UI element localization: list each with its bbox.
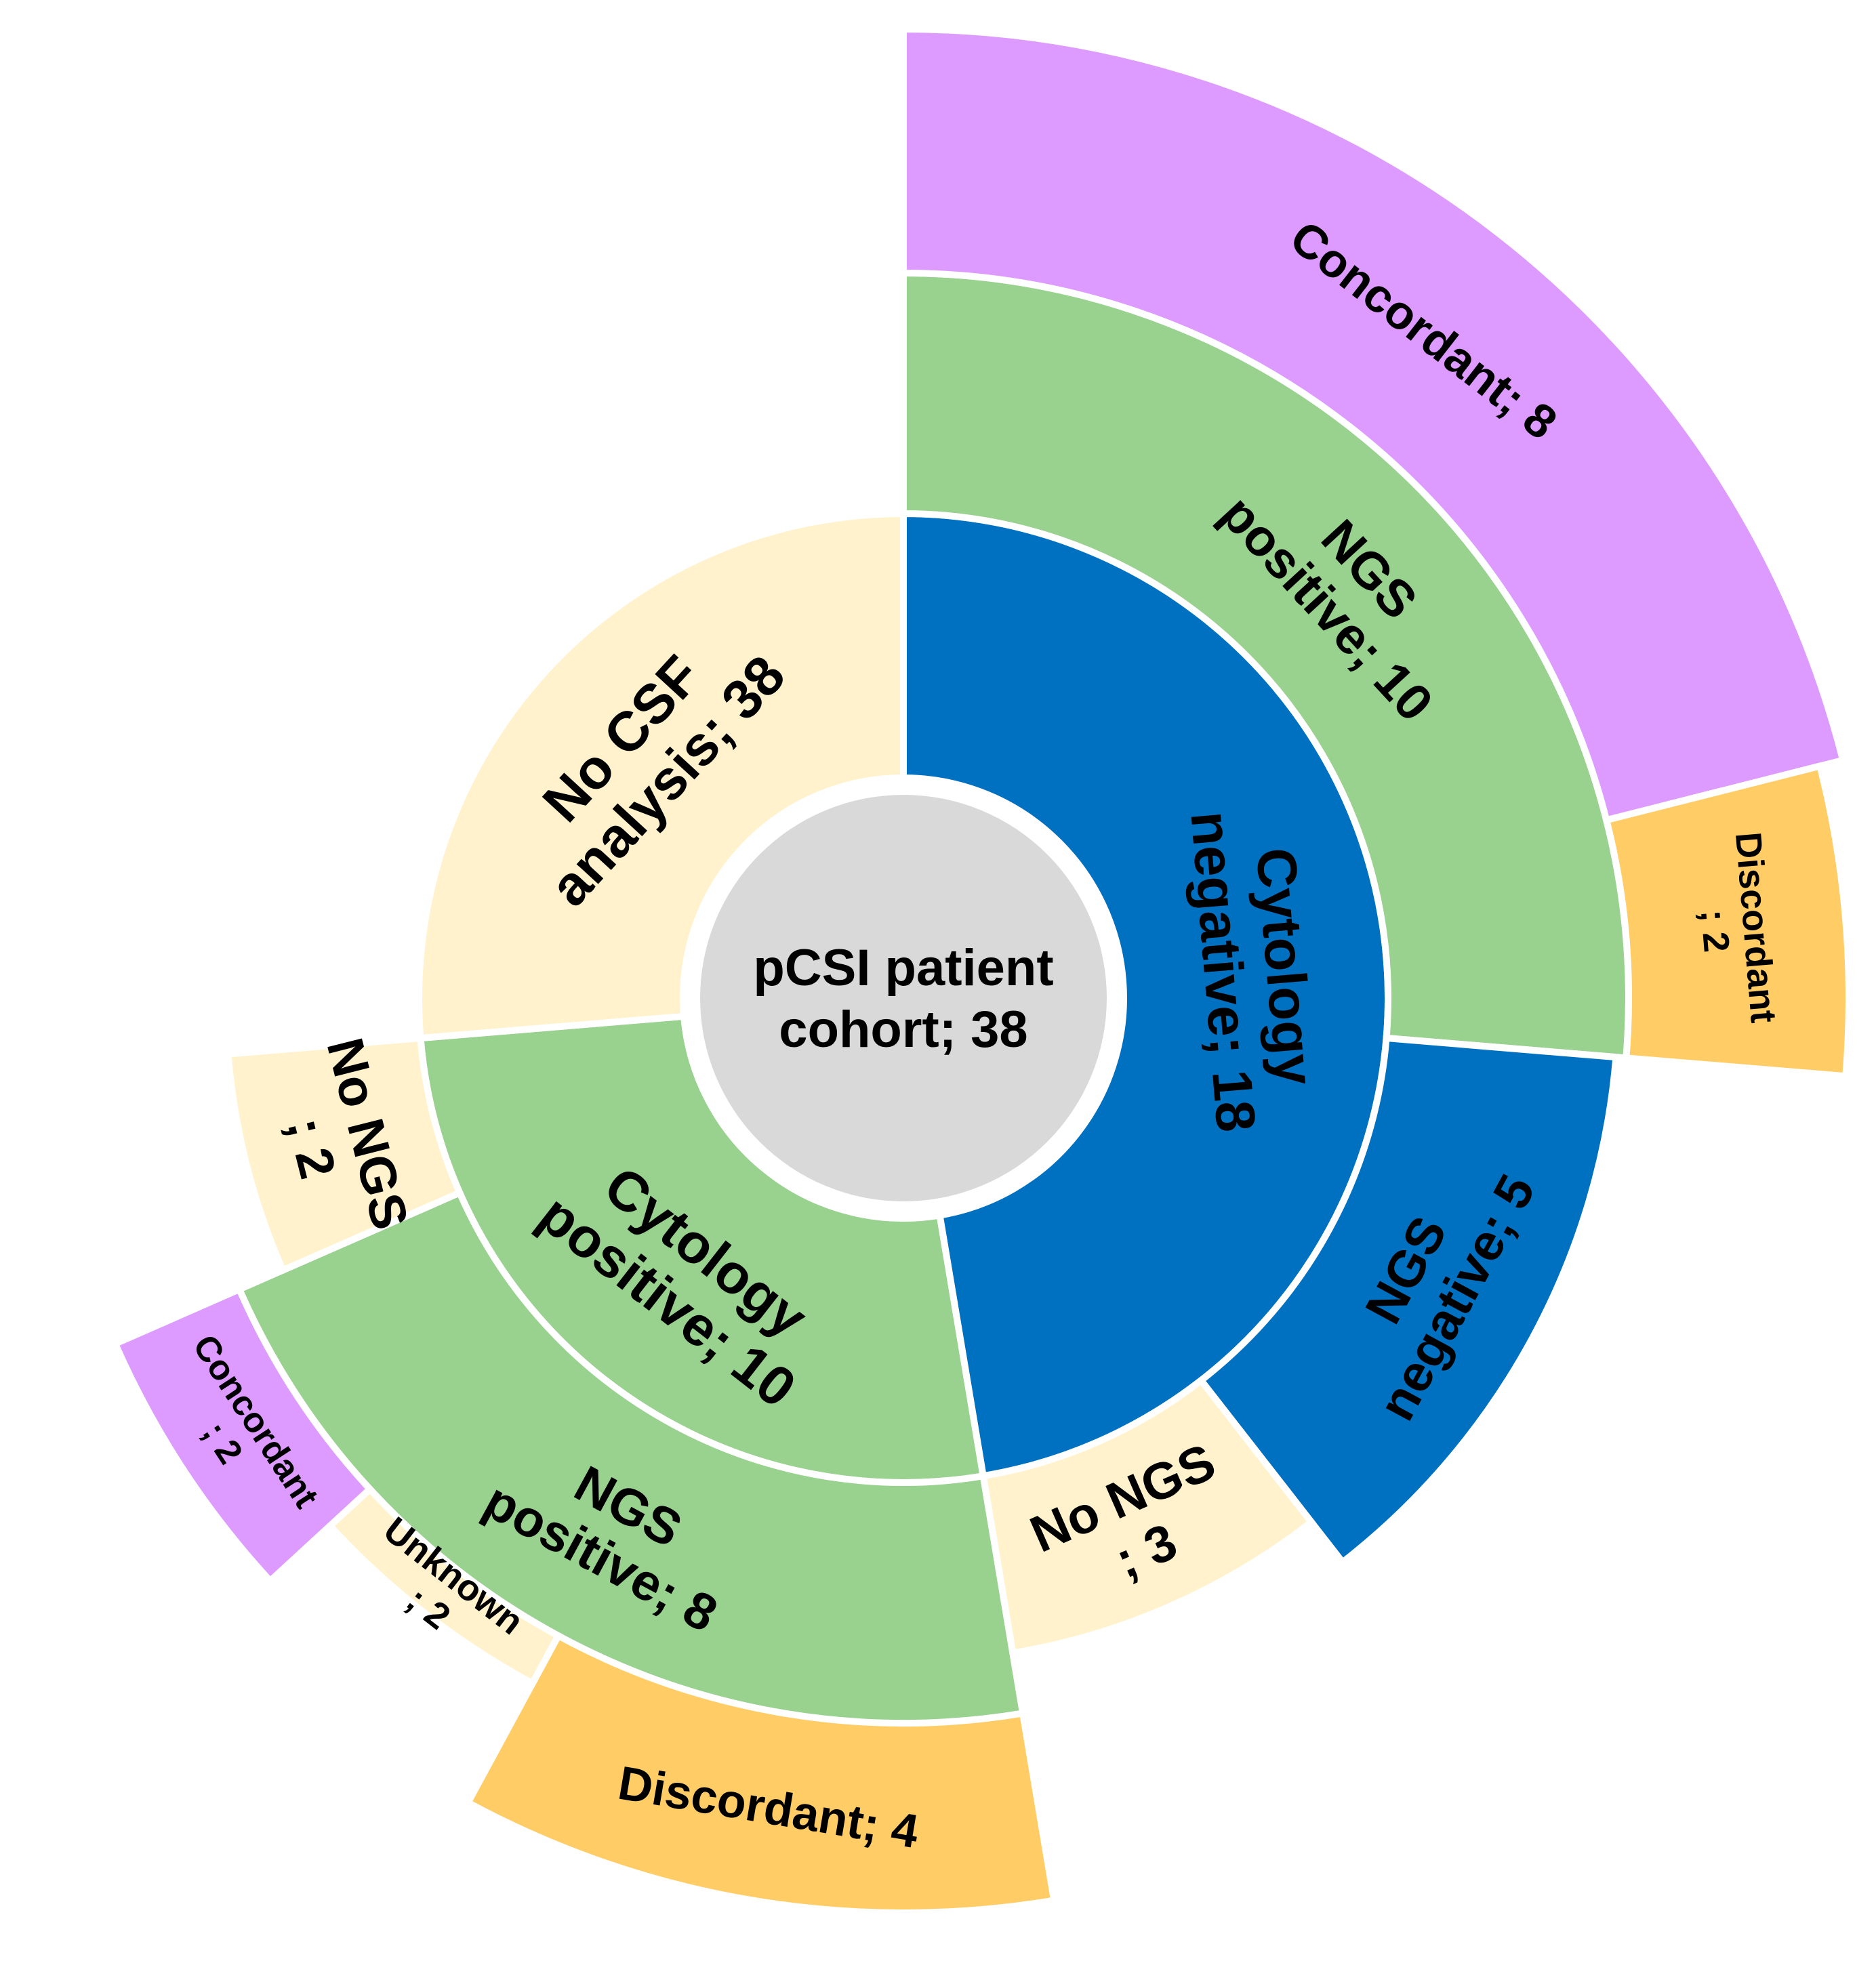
center-label-line: cohort; 38	[779, 1001, 1027, 1058]
segment-pos-discordant	[463, 1631, 1058, 1916]
segment-neg-discordant	[1602, 762, 1852, 1080]
segment-neg-ngs-neg	[1196, 1034, 1620, 1567]
center-circle	[700, 795, 1107, 1201]
label-line: ; 2	[276, 1112, 346, 1184]
label-line: ; 2	[1693, 908, 1737, 954]
segment-neg-concordant	[900, 25, 1848, 825]
segment-no-csf	[415, 510, 907, 1042]
sunburst-segments	[110, 25, 1852, 1916]
segment-pos-no-ngs	[224, 1034, 464, 1275]
segment-pos-concordant	[110, 1285, 375, 1586]
center-label-line: pCSI patient	[753, 939, 1053, 997]
